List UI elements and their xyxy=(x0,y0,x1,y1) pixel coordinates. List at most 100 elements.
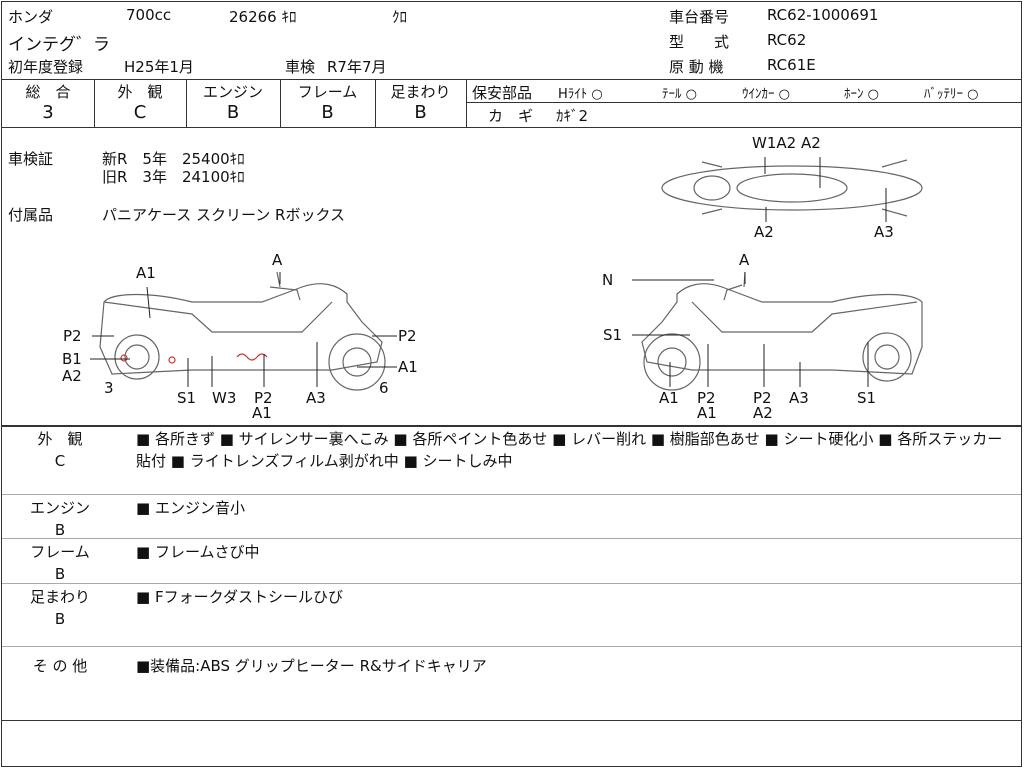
top-view xyxy=(661,159,923,217)
diagram-label: W1A2 A2 xyxy=(752,134,821,152)
diagram-label: A1 xyxy=(136,264,156,282)
accessories-label: 付属品 xyxy=(8,206,54,224)
key-label: カ ギ xyxy=(488,107,534,125)
diagram-label: P2 xyxy=(753,389,772,407)
model-name: インテグ゛ラ xyxy=(8,35,110,55)
type-label: 型 式 xyxy=(669,33,730,51)
section-label: 足まわり xyxy=(29,588,90,606)
diagram-label: S1 xyxy=(177,389,197,407)
note-engine: ■ エンジン音小 xyxy=(136,499,245,517)
leader-lines xyxy=(90,157,887,387)
divider xyxy=(2,425,1021,427)
note-section-other: そ の 他 xyxy=(20,655,100,677)
engine-model: RC61E xyxy=(767,56,816,74)
section-grade: C xyxy=(54,452,66,470)
color: ｸﾛ xyxy=(392,8,408,26)
divider xyxy=(2,538,1021,539)
diagram-label: 6 xyxy=(379,379,389,397)
side-view-right xyxy=(641,271,923,391)
motorcycle-diagrams xyxy=(90,157,923,391)
section-label: 外 観 xyxy=(37,430,83,448)
section-grade: B xyxy=(54,565,66,583)
divider xyxy=(2,720,1021,721)
diagram-label: S1 xyxy=(857,389,877,407)
note-exterior: ■ 各所きず ■ サイレンサー裏へこみ ■ 各所ペイント色あせ ■ レバー削れ … xyxy=(136,430,1003,470)
first-reg: H25年1月 xyxy=(124,58,194,76)
mileage: 26266 ｷﾛ xyxy=(229,8,297,26)
divider xyxy=(2,583,1021,584)
diagram-label: A xyxy=(739,251,750,269)
grade-frame: B xyxy=(321,102,334,123)
diagram-label: A1 xyxy=(252,404,272,422)
diagram-label: W3 xyxy=(212,389,237,407)
diagram-label: A3 xyxy=(306,389,326,407)
note-suspension: ■ Fフォークダストシールひび xyxy=(136,588,343,606)
note-section-suspension: 足まわり B xyxy=(20,586,100,630)
safety-horn: ﾎｰﾝ ○ xyxy=(844,87,879,102)
diagram-label: P2 xyxy=(63,327,82,345)
accessories: パニアケース スクリーン Rボックス xyxy=(102,206,346,224)
note-section-engine: エンジン B xyxy=(20,497,100,541)
diagram-label: A3 xyxy=(874,223,894,241)
diagram-label: A1 xyxy=(659,389,679,407)
diagram-label: A xyxy=(272,251,283,269)
safety-headlight: Hﾗｲﾄ ○ xyxy=(558,87,603,102)
section-grade: B xyxy=(54,521,66,539)
section-label: フレーム xyxy=(30,543,90,561)
inspection-label: 車検証 xyxy=(8,150,54,168)
divider xyxy=(466,102,1021,103)
engine-label: 原 動 機 xyxy=(669,58,724,76)
section-label: エンジン xyxy=(29,499,90,517)
note-section-frame: フレーム B xyxy=(20,541,100,585)
diagram-label: P2 xyxy=(254,389,273,407)
shaken: R7年7月 xyxy=(327,58,387,76)
divider xyxy=(375,79,376,127)
diagram-label: P2 xyxy=(398,327,417,345)
grade-overall: 3 xyxy=(42,102,54,123)
section-label: そ の 他 xyxy=(32,657,88,675)
safety-label: 保安部品 xyxy=(472,84,533,102)
inspection-old: 旧R 3年 24100ｷﾛ xyxy=(102,168,245,186)
shaken-label: 車検 xyxy=(285,58,316,76)
grade-overall-label: 総 合 xyxy=(25,83,71,101)
note-other: ■装備品:ABS グリップヒーター R&サイドキャリア xyxy=(136,657,487,675)
safety-winker: ｳｲﾝｶｰ ○ xyxy=(742,87,790,102)
key-count: ｶｷﾞ2 xyxy=(556,107,589,125)
diagram-label: A3 xyxy=(789,389,809,407)
section-grade: B xyxy=(54,610,66,628)
chassis-number: RC62-1000691 xyxy=(767,6,879,24)
safety-battery: ﾊﾞｯﾃﾘｰ ○ xyxy=(924,87,979,102)
grade-suspension: B xyxy=(414,102,427,123)
divider xyxy=(94,79,95,127)
grade-exterior: C xyxy=(133,102,147,123)
side-view-left xyxy=(99,271,386,391)
divider xyxy=(466,79,467,127)
grade-exterior-label: 外 観 xyxy=(117,83,163,101)
diagram-label: A1 xyxy=(697,404,717,422)
diagram-label: N xyxy=(602,271,614,289)
diagram-label: A2 xyxy=(62,367,82,385)
diagram-label: B1 xyxy=(62,350,82,368)
diagram-label: A1 xyxy=(398,358,418,376)
displacement: 700cc xyxy=(126,6,172,24)
safety-tail: ﾃｰﾙ ○ xyxy=(662,87,697,102)
diagram-label: A2 xyxy=(753,404,773,422)
grade-suspension-label: 足まわり xyxy=(390,83,451,101)
inspection-new: 新R 5年 25400ｷﾛ xyxy=(102,150,245,168)
diagram-label: A2 xyxy=(754,223,774,241)
divider xyxy=(280,79,281,127)
grade-engine: B xyxy=(226,102,240,123)
divider xyxy=(2,494,1021,495)
maker: ホンダ xyxy=(8,8,54,26)
divider xyxy=(2,79,1021,80)
note-section-exterior: 外 観 C xyxy=(20,428,100,472)
divider xyxy=(2,646,1021,647)
first-reg-label: 初年度登録 xyxy=(8,58,84,76)
diagram-label: S1 xyxy=(603,326,623,344)
divider xyxy=(186,79,187,127)
grade-frame-label: フレーム xyxy=(297,83,358,101)
note-frame: ■ フレームさび中 xyxy=(136,543,260,561)
diagram-label: 3 xyxy=(104,379,114,397)
grade-engine-label: エンジン xyxy=(202,83,263,101)
